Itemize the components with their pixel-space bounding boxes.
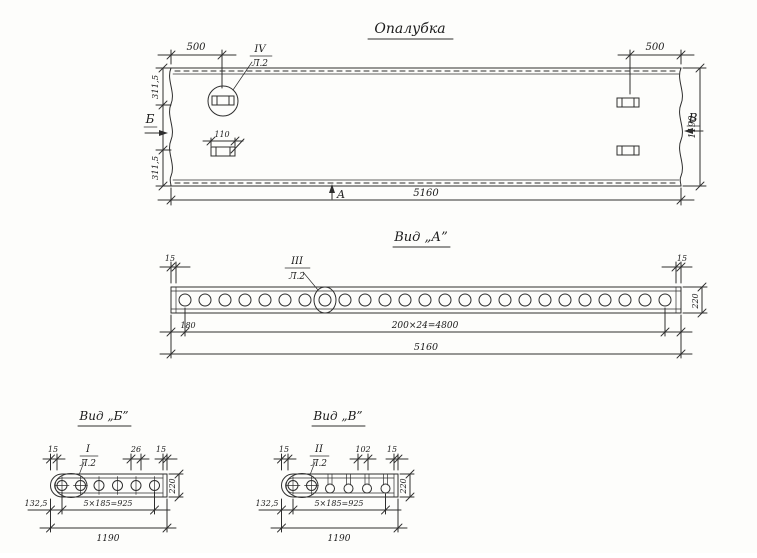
formwork-dimensions: 500 500 311,5 311,5 1190 [151,42,707,206]
dim-label: 1190 [328,534,351,544]
dim-label: 1190 [688,115,698,138]
view-v-dimensions: 15 102 15 220 132,5 5×185=925 [256,445,415,544]
dim-label: 26 [130,445,141,454]
dim-label: 110 [214,130,229,139]
dim-label: 311,5 [151,156,161,180]
detail-number: III [290,256,304,267]
dim-label: 15 [156,445,166,454]
dim-label: 500 [186,42,206,53]
dim-label: 5×185=925 [314,499,363,508]
detail-sheet-ref: Л.2 [288,272,305,282]
dim-label: 15 [165,254,175,263]
dim-label: 15 [48,445,58,454]
section-mark-a: А [336,188,345,201]
view-v-title: Вид „В” [312,409,362,423]
dim-label: 102 [355,445,370,454]
dim-label: 220 [168,478,177,494]
dim-label: 220 [691,293,700,309]
dim-label: 311,5 [151,75,161,99]
dim-label: 15 [387,445,397,454]
view-a-dimensions: 15 15 220 180 200×24=4800 5160 [159,254,708,359]
detail-number: IV [253,44,267,55]
section-marks: Б В А [143,111,704,201]
dim-label: 5×185=925 [83,499,132,508]
dim-label: 180 [180,321,195,330]
view-a-title: Вид „А” [393,230,448,245]
dim-label: 200×24=4800 [391,321,459,331]
detail-number: II [314,444,324,455]
view-a: Вид „А” [159,230,708,359]
stud-anchors [325,473,391,494]
formwork-title: Опалубка [374,21,445,37]
detail-callout-i: I Л.2 [54,444,99,498]
view-b-title: Вид „Б” [78,409,128,423]
dim-label: 220 [399,478,408,494]
detail-sheet-ref: Л.2 [79,459,96,469]
section-mark-b: Б [145,112,155,126]
dim-label: 1190 [97,534,120,544]
embedded-plates [210,95,640,157]
dim-label: 15 [279,445,289,454]
detail-number: I [85,444,91,455]
view-v-body [281,473,399,498]
formwork-panel-outline [169,67,683,187]
dim-label: 500 [645,42,665,53]
dim-label: 132,5 [256,499,279,508]
bolt-holes [285,476,319,495]
hole-row [178,293,672,307]
view-b: Вид „Б” I Л.2 [25,409,184,544]
formwork-view: Опалубка [143,21,707,206]
view-a-body [170,286,682,314]
view-b-dimensions: 15 26 15 220 132,5 5×185=925 [25,445,184,544]
detail-callout-ii: II Л.2 [285,444,330,498]
detail-sheet-ref: Л.2 [251,59,268,69]
section-mark-v: В [688,111,698,125]
detail-callout-iii: III Л.2 [284,256,337,314]
detail-callout-iv: IV Л.2 [207,44,273,117]
bolt-holes [54,476,160,495]
dim-label: 132,5 [25,499,48,508]
dim-label: 15 [677,254,687,263]
dim-label: 5160 [413,188,439,199]
view-v: Вид „В” II [256,409,415,544]
dim-label: 5160 [414,342,438,353]
view-b-body [50,473,168,498]
detail-sheet-ref: Л.2 [310,459,327,469]
